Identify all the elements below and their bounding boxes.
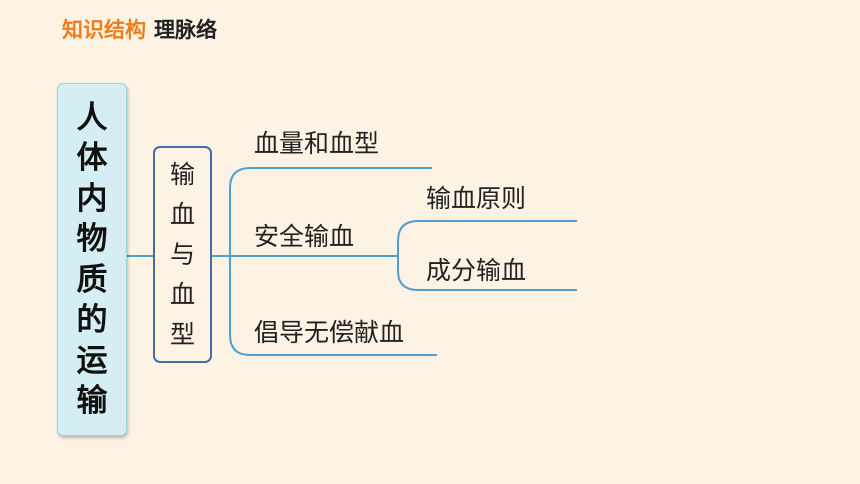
header-keyword: 知识结构 [62, 18, 146, 42]
root-char: 物 [76, 221, 108, 257]
root-node: 人 体 内 物 质 的 运 输 [57, 83, 127, 436]
topic-char: 与 [169, 239, 195, 269]
section-header: 知识结构理脉络 [62, 15, 217, 45]
connector-b2-sub [397, 220, 419, 291]
topic-char: 血 [169, 279, 195, 309]
branch-transfusion-principle: 输血原则 [426, 184, 527, 213]
root-char: 体 [76, 140, 108, 176]
root-char: 内 [76, 180, 108, 217]
topic-node: 输 血 与 血 型 [153, 146, 212, 363]
root-char: 质 [76, 261, 108, 298]
header-subtitle: 理脉络 [154, 18, 217, 42]
branch-safe-transfusion: 安全输血 [254, 222, 355, 251]
root-char: 运 [76, 342, 108, 379]
root-char: 输 [76, 383, 108, 419]
root-char: 的 [76, 302, 108, 338]
root-char: 人 [76, 99, 108, 136]
branch-blood-volume-type: 血量和血型 [254, 129, 380, 158]
branch-component-transfusion: 成分输血 [426, 256, 527, 285]
branch-voluntary-donation: 倡导无偿献血 [254, 318, 405, 347]
connector-trunk [229, 167, 251, 356]
topic-char: 输 [169, 159, 195, 189]
topic-char: 型 [169, 319, 195, 349]
topic-char: 血 [169, 199, 195, 229]
